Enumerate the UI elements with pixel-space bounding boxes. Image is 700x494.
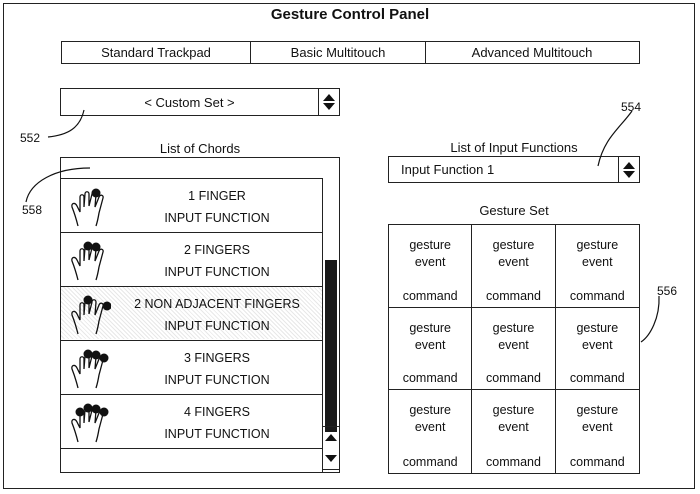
hand-icon xyxy=(69,239,111,281)
triangle-up-icon[interactable] xyxy=(323,94,335,101)
gesture-event-label: gesture event xyxy=(556,320,639,354)
chord-row-text: 2 FINGERSINPUT FUNCTION xyxy=(111,239,323,283)
chord-row-text: 1 FINGERINPUT FUNCTION xyxy=(111,185,323,229)
fingertip-dot-icon xyxy=(100,408,109,417)
chord-row-text: 2 NON ADJACENT FINGERSINPUT FUNCTION xyxy=(111,293,323,337)
input-function-select[interactable]: Input Function 1 xyxy=(388,156,640,183)
chord-name: 1 FINGER xyxy=(111,185,323,207)
chord-list-heading: List of Chords xyxy=(60,141,340,156)
gesture-set-heading: Gesture Set xyxy=(388,203,640,218)
input-function-spinner[interactable] xyxy=(618,157,639,182)
fingertip-dot-icon xyxy=(84,404,93,413)
hand-icon xyxy=(69,401,111,443)
scroll-down-icon[interactable] xyxy=(325,455,337,462)
command-label: command xyxy=(472,289,554,303)
chord-input-function: INPUT FUNCTION xyxy=(111,315,323,337)
command-label: command xyxy=(556,371,639,385)
gesture-event-label: gesture event xyxy=(472,237,554,271)
chord-list-scrollbar[interactable] xyxy=(322,178,339,472)
chord-row[interactable]: 4 FINGERSINPUT FUNCTION xyxy=(61,394,323,447)
chord-name: 2 FINGERS xyxy=(111,239,323,261)
chord-row[interactable]: 2 FINGERSINPUT FUNCTION xyxy=(61,232,323,285)
chord-input-function: INPUT FUNCTION xyxy=(111,261,323,283)
chord-input-function: INPUT FUNCTION xyxy=(111,369,323,391)
gesture-event-label: gesture event xyxy=(389,237,471,271)
fingertip-dot-icon xyxy=(84,296,93,305)
gesture-cell[interactable]: gesture event command xyxy=(556,225,639,308)
scroll-up-icon[interactable] xyxy=(325,434,337,441)
fingertip-dot-icon xyxy=(100,354,109,363)
command-label: command xyxy=(389,289,471,303)
command-label: command xyxy=(556,455,639,469)
chord-name: 3 FINGERS xyxy=(111,347,323,369)
command-label: command xyxy=(389,455,471,469)
triangle-down-icon[interactable] xyxy=(623,171,635,178)
tab-standard-trackpad[interactable]: Standard Trackpad xyxy=(62,42,251,63)
fingertip-dot-icon xyxy=(84,350,93,359)
callout-552: 552 xyxy=(20,131,40,145)
scroll-thumb[interactable] xyxy=(325,260,337,432)
gesture-event-label: gesture event xyxy=(472,402,554,436)
gesture-cell[interactable]: gesture event command xyxy=(472,390,555,473)
chord-row[interactable]: 2 NON ADJACENT FINGERSINPUT FUNCTION xyxy=(61,286,323,339)
hand-icon xyxy=(69,185,111,227)
gesture-cell[interactable]: gesture event command xyxy=(556,390,639,473)
chord-list: 1 FINGERINPUT FUNCTION2 FINGERSINPUT FUN… xyxy=(60,157,340,473)
tab-basic-multitouch[interactable]: Basic Multitouch xyxy=(251,42,426,63)
callout-556: 556 xyxy=(657,284,677,298)
gesture-set-grid: gesture event command gesture event command… xyxy=(388,224,640,474)
mode-tabs: Standard Trackpad Basic Multitouch Advan… xyxy=(61,41,640,64)
fingertip-dot-icon xyxy=(84,242,93,251)
input-function-value: Input Function 1 xyxy=(401,157,494,182)
gesture-cell[interactable]: gesture event command xyxy=(472,308,555,391)
chord-row-text: 4 FINGERSINPUT FUNCTION xyxy=(111,401,323,445)
chord-set-select[interactable]: < Custom Set > xyxy=(60,88,340,116)
fingertip-dot-icon xyxy=(92,243,101,252)
gesture-event-label: gesture event xyxy=(556,402,639,436)
chord-set-spinner[interactable] xyxy=(318,89,339,115)
chord-input-function: INPUT FUNCTION xyxy=(111,207,323,229)
triangle-down-icon[interactable] xyxy=(323,103,335,110)
chord-row-text: 3 FINGERSINPUT FUNCTION xyxy=(111,347,323,391)
hand-icon xyxy=(69,293,111,335)
gesture-event-label: gesture event xyxy=(389,402,471,436)
panel-title: Gesture Control Panel xyxy=(0,6,700,23)
gesture-cell[interactable]: gesture event command xyxy=(389,225,472,308)
gesture-cell[interactable]: gesture event command xyxy=(389,308,472,391)
command-label: command xyxy=(472,371,554,385)
fingertip-dot-icon xyxy=(92,189,101,198)
fingertip-dot-icon xyxy=(92,351,101,360)
gesture-cell[interactable]: gesture event command xyxy=(389,390,472,473)
callout-558: 558 xyxy=(22,203,42,217)
chord-row-empty[interactable] xyxy=(61,448,323,472)
fingertip-dot-icon xyxy=(76,408,85,417)
chord-set-value: < Custom Set > xyxy=(61,89,318,115)
gesture-cell[interactable]: gesture event command xyxy=(556,308,639,391)
tab-advanced-multitouch[interactable]: Advanced Multitouch xyxy=(426,42,638,63)
command-label: command xyxy=(472,455,554,469)
chord-name: 4 FINGERS xyxy=(111,401,323,423)
command-label: command xyxy=(389,371,471,385)
hand-icon xyxy=(69,347,111,389)
command-label: command xyxy=(556,289,639,303)
chord-row[interactable]: 3 FINGERSINPUT FUNCTION xyxy=(61,340,323,393)
callout-554: 554 xyxy=(621,100,641,114)
triangle-up-icon[interactable] xyxy=(623,162,635,169)
gesture-event-label: gesture event xyxy=(389,320,471,354)
input-functions-heading: List of Input Functions xyxy=(388,140,640,155)
chord-row[interactable]: 1 FINGERINPUT FUNCTION xyxy=(61,178,323,231)
gesture-cell[interactable]: gesture event command xyxy=(472,225,555,308)
chord-input-function: INPUT FUNCTION xyxy=(111,423,323,445)
gesture-event-label: gesture event xyxy=(556,237,639,271)
fingertip-dot-icon xyxy=(92,405,101,414)
chord-name: 2 NON ADJACENT FINGERS xyxy=(111,293,323,315)
fingertip-dot-icon xyxy=(103,302,112,311)
gesture-event-label: gesture event xyxy=(472,320,554,354)
